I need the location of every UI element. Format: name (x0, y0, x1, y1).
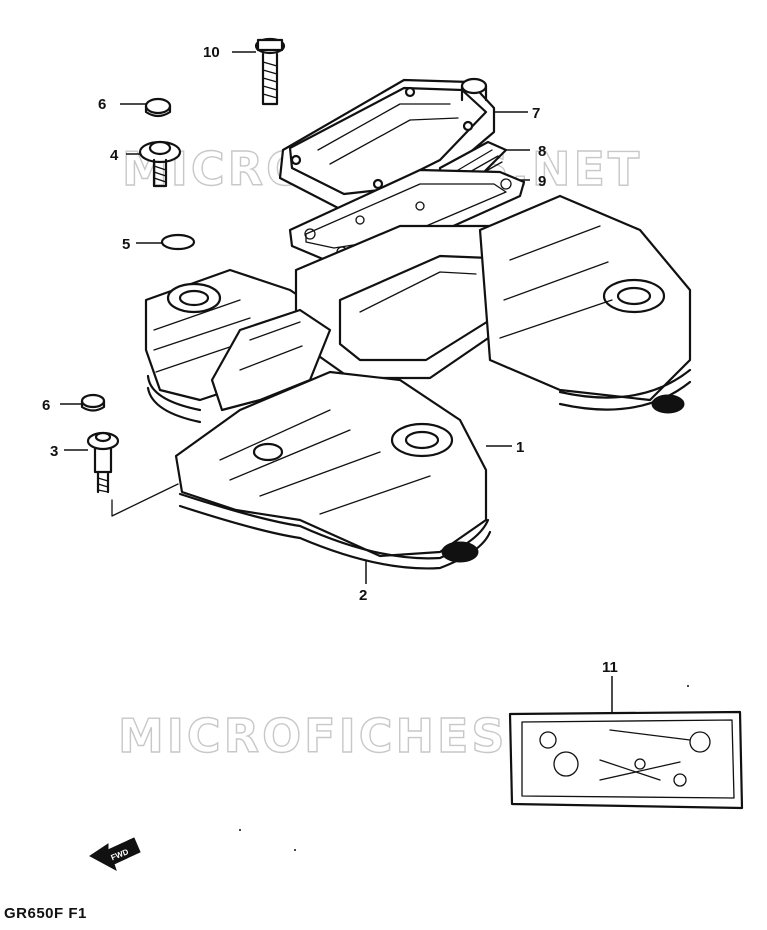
callout-11: 11 (602, 659, 618, 676)
part-6-cap-top (144, 97, 172, 118)
part-10-bolt (254, 37, 286, 106)
callout-3: 3 (50, 443, 58, 460)
footer-model-code: GR650F F1 (4, 905, 87, 922)
callout-2: 2 (359, 587, 367, 604)
callout-6-top: 6 (98, 96, 106, 113)
part-4-bolt-washer (138, 140, 182, 188)
part-5-o-ring (160, 233, 196, 251)
part-2-gasket-lower (146, 368, 692, 570)
callout-5: 5 (122, 236, 130, 253)
callout-1: 1 (516, 439, 524, 456)
callout-10: 10 (203, 44, 220, 61)
callout-8: 8 (538, 143, 546, 160)
part-11-gasket-set (508, 710, 744, 810)
callout-6-lower: 6 (42, 397, 50, 414)
part-9-gasket (288, 168, 526, 264)
part-1-head-cover (144, 194, 692, 558)
part-3-shoulder-bolt (86, 431, 179, 517)
leader-lines (60, 51, 613, 712)
part-6-cap-lower (80, 393, 106, 412)
callout-7: 7 (532, 105, 540, 122)
callout-4: 4 (110, 147, 119, 164)
fwd-arrow-icon: FWD (89, 837, 141, 872)
callout-9: 9 (538, 173, 546, 190)
